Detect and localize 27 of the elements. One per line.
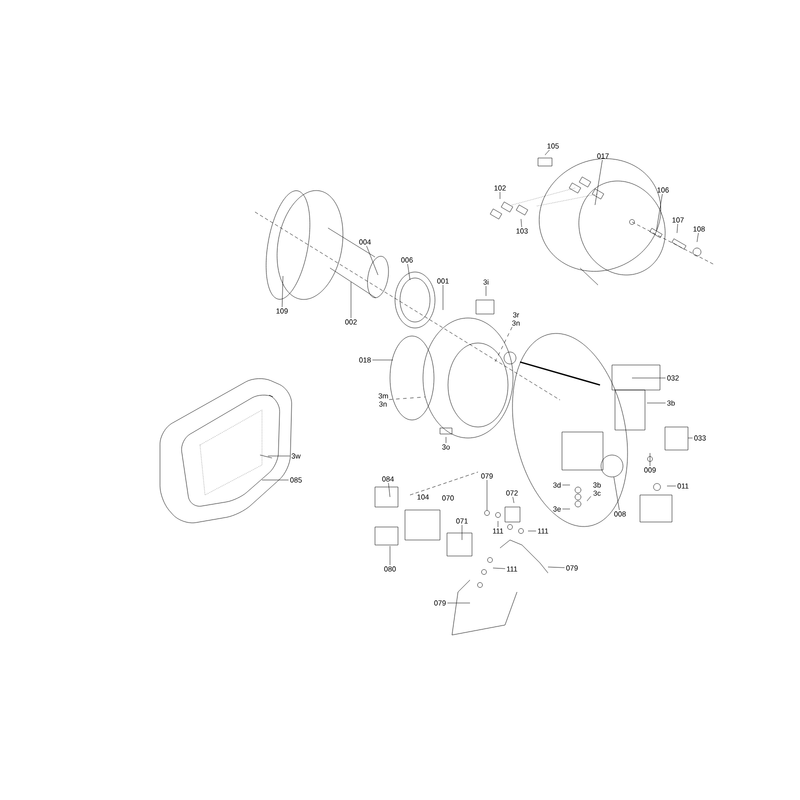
leader-line [548, 566, 565, 568]
leader-line [614, 476, 620, 510]
leader-line [676, 224, 678, 234]
leader-line [350, 282, 352, 318]
part-nut [484, 510, 490, 516]
leader-line [407, 264, 410, 280]
leader-line [646, 402, 666, 404]
leader-line [486, 480, 488, 510]
leader-line [696, 232, 699, 242]
leader-line [388, 482, 390, 498]
leader-line [512, 496, 514, 504]
leader-line [494, 326, 512, 362]
leader-line [562, 508, 570, 510]
part-screw [650, 228, 662, 238]
leader-line [366, 246, 378, 276]
leader-line [594, 160, 603, 206]
leader-line [562, 484, 570, 486]
leader-line [586, 496, 592, 502]
leader-line [492, 568, 506, 569]
leader-line [528, 530, 536, 532]
leader-line [544, 150, 550, 156]
leader-line [520, 218, 522, 228]
leader-line [447, 602, 470, 604]
part-nut [600, 454, 624, 478]
leader-line [282, 276, 284, 308]
leader-line [656, 194, 663, 231]
leader-line [442, 284, 444, 310]
